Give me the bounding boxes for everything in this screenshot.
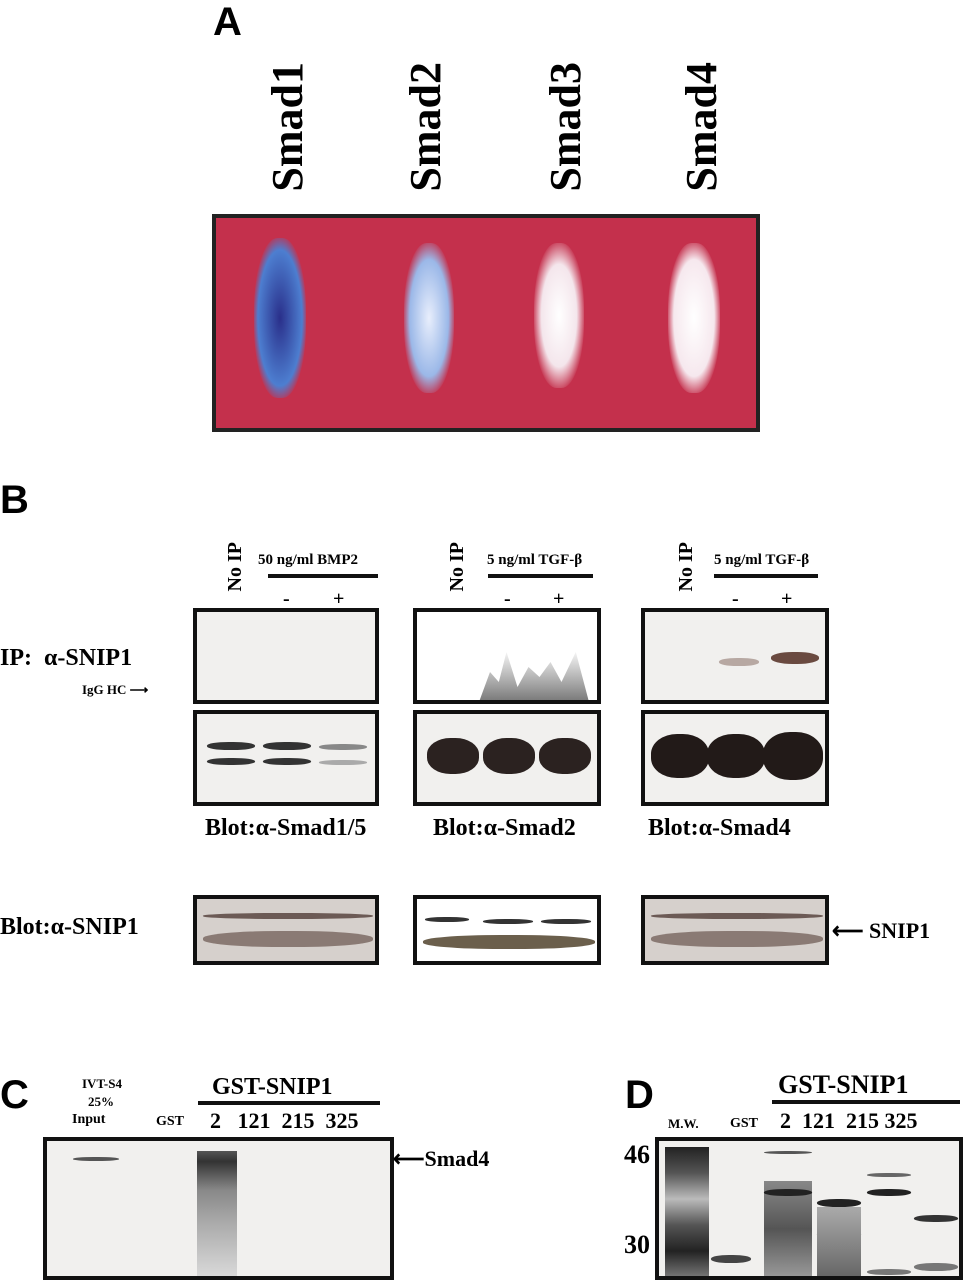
panel-label-b: B xyxy=(0,478,29,522)
ip-blot-smad2 xyxy=(413,608,601,704)
input-blot-smad2 xyxy=(413,710,601,806)
gst-label: GST xyxy=(156,1114,185,1129)
ip-prefix: IP: xyxy=(0,645,32,671)
gst-label: GST xyxy=(730,1116,759,1131)
smad4-text: Smad4 xyxy=(424,1146,490,1171)
plus-label: + xyxy=(553,588,565,610)
marker-30: 30 xyxy=(624,1230,650,1259)
snip1-text: SNIP1 xyxy=(869,918,931,943)
input-blot-smad15 xyxy=(193,710,379,806)
ip-blot-smad4 xyxy=(641,608,829,704)
minus-label: - xyxy=(283,588,290,610)
construct-bar xyxy=(198,1101,380,1105)
lane-325: 325 xyxy=(884,1108,918,1133)
snip1-arrow-label: ⟵ SNIP1 xyxy=(832,918,930,944)
marker-46: 46 xyxy=(624,1140,650,1169)
lane-2: 2 xyxy=(210,1108,221,1133)
input-blot-smad4 xyxy=(641,710,829,806)
dot-blot-membrane xyxy=(212,214,760,432)
no-ip-label: No IP xyxy=(675,542,697,592)
lane-label-smad3: Smad3 xyxy=(541,62,590,192)
treatment-label: 50 ng/ml BMP2 xyxy=(258,552,358,568)
lane-2: 2 xyxy=(780,1108,791,1133)
lane-label-smad1: Smad1 xyxy=(263,62,312,192)
igg-text: IgG HC xyxy=(82,682,127,697)
ip-label: IP: α-SNIP1 xyxy=(0,645,132,672)
treatment-bar xyxy=(488,574,593,578)
blot-label: Blot:α-Smad1/5 xyxy=(205,815,367,841)
spot-smad3 xyxy=(534,243,584,388)
snip1-blot-3 xyxy=(641,895,829,965)
mw-label: M.W. xyxy=(668,1116,699,1131)
lane-121: 121 xyxy=(802,1108,835,1133)
igg-hc-label: IgG HC ⟶ xyxy=(82,682,148,698)
lane-label-smad2: Smad2 xyxy=(401,62,450,192)
spot-smad1 xyxy=(254,238,306,398)
treatment-label: 5 ng/ml TGF-β xyxy=(487,552,583,568)
spot-smad4 xyxy=(668,243,720,393)
plus-label: + xyxy=(781,588,793,610)
blot-label: Blot:α-Smad4 xyxy=(648,815,791,841)
no-ip-label: No IP xyxy=(446,542,468,592)
input-line-2: 25% xyxy=(88,1094,114,1109)
lane-215: 215 xyxy=(846,1108,879,1133)
construct-label: GST-SNIP1 xyxy=(778,1070,909,1099)
ip-blot-smad15 xyxy=(193,608,379,704)
panel-label-d: D xyxy=(625,1073,654,1117)
no-ip-label: No IP xyxy=(224,542,246,592)
minus-label: - xyxy=(504,588,511,610)
arrow-left-icon: ⟵ xyxy=(393,1146,425,1171)
treatment-label: 5 ng/ml TGF-β xyxy=(714,552,810,568)
spot-smad2 xyxy=(404,243,454,393)
arrow-left-icon: ⟵ xyxy=(832,918,864,943)
panel-label-a: A xyxy=(213,0,242,44)
snip1-blot-label: Blot:α-SNIP1 xyxy=(0,914,139,940)
construct-bar xyxy=(772,1100,960,1104)
plus-label: + xyxy=(333,588,345,610)
coomassie-gel-d xyxy=(655,1137,963,1280)
lane-215: 215 xyxy=(281,1108,315,1133)
snip1-blot-1 xyxy=(193,895,379,965)
lane-numbers: 2 121 215 325 xyxy=(780,1108,918,1134)
ip-antibody: α-SNIP1 xyxy=(44,645,133,671)
lane-121: 121 xyxy=(237,1108,271,1133)
lane-label-smad4: Smad4 xyxy=(677,62,726,192)
panel-label-c: C xyxy=(0,1073,29,1117)
minus-label: - xyxy=(732,588,739,610)
construct-label: GST-SNIP1 xyxy=(212,1074,333,1100)
arrow-right-icon: ⟶ xyxy=(129,682,149,697)
snip1-blot-2 xyxy=(413,895,601,965)
lane-numbers: 2 121 215 325 xyxy=(210,1108,359,1134)
blot-label: Blot:α-Smad2 xyxy=(433,815,576,841)
lane-325: 325 xyxy=(325,1108,359,1133)
smad4-arrow-label: ⟵Smad4 xyxy=(393,1146,489,1172)
treatment-bar xyxy=(268,574,378,578)
treatment-bar xyxy=(714,574,818,578)
input-line-1: IVT-S4 xyxy=(82,1076,122,1091)
pulldown-gel-c xyxy=(43,1137,394,1280)
input-line-3: Input xyxy=(72,1112,106,1127)
